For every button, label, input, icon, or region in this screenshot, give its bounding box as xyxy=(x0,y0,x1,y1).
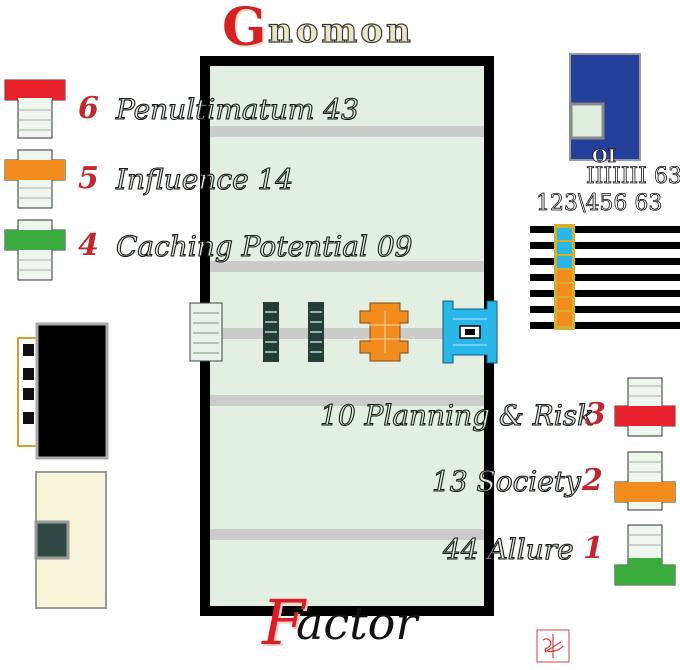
right-label-society: 13 Society xyxy=(431,465,581,498)
panel-text-line3: 123\456 63 xyxy=(536,191,663,216)
right-label-number-1: 1 xyxy=(583,531,604,566)
right-label-allure: 44 Allure xyxy=(442,533,574,566)
board-band xyxy=(210,395,484,406)
orange-legend-piece xyxy=(614,451,676,511)
left-label-number-6: 6 xyxy=(78,91,99,126)
red-legend-piece xyxy=(4,79,66,139)
board-band xyxy=(210,261,484,272)
title-initial: G xyxy=(222,0,267,58)
left-legend-pieces xyxy=(4,79,66,281)
cream-block xyxy=(34,471,107,609)
title-text: nomon xyxy=(267,11,414,51)
green-legend-piece xyxy=(4,219,66,281)
right-legend-pieces xyxy=(614,377,676,586)
right-label-planning-risk: 10 Planning & Risk xyxy=(319,399,595,432)
red-legend-piece xyxy=(614,377,676,437)
left-label-penultimatum: Penultimatum 43 xyxy=(115,93,359,126)
striped-track xyxy=(530,224,680,330)
board-band xyxy=(210,126,484,137)
panel-text-line1: OI xyxy=(592,146,617,167)
black-block xyxy=(17,322,109,460)
right-label-number-2: 2 xyxy=(582,463,603,498)
left-label-caching-potential: Caching Potential 09 xyxy=(115,230,413,263)
left-label-number-5: 5 xyxy=(78,161,99,196)
dark-teal-piece[interactable] xyxy=(308,302,324,362)
dark-teal-piece[interactable] xyxy=(263,302,279,362)
right-label-number-3: 3 xyxy=(585,397,606,432)
board-band-center xyxy=(210,328,484,339)
green-legend-piece xyxy=(614,524,676,586)
board-band xyxy=(210,529,484,540)
board-pieces xyxy=(189,300,498,364)
light-stack-piece[interactable] xyxy=(189,302,223,362)
footer-initial: F xyxy=(262,586,306,659)
orange-cross-piece[interactable] xyxy=(359,302,409,362)
footer-text: actor xyxy=(296,596,418,650)
cyan-piece[interactable] xyxy=(442,300,498,364)
panel-text-line2: IIIIIII 63 xyxy=(586,164,680,189)
orange-legend-piece xyxy=(4,149,66,209)
left-label-number-4: 4 xyxy=(78,228,99,263)
blue-panel xyxy=(569,53,641,161)
left-label-influence: Influence 14 xyxy=(115,163,294,196)
signature-stamp xyxy=(536,629,570,663)
